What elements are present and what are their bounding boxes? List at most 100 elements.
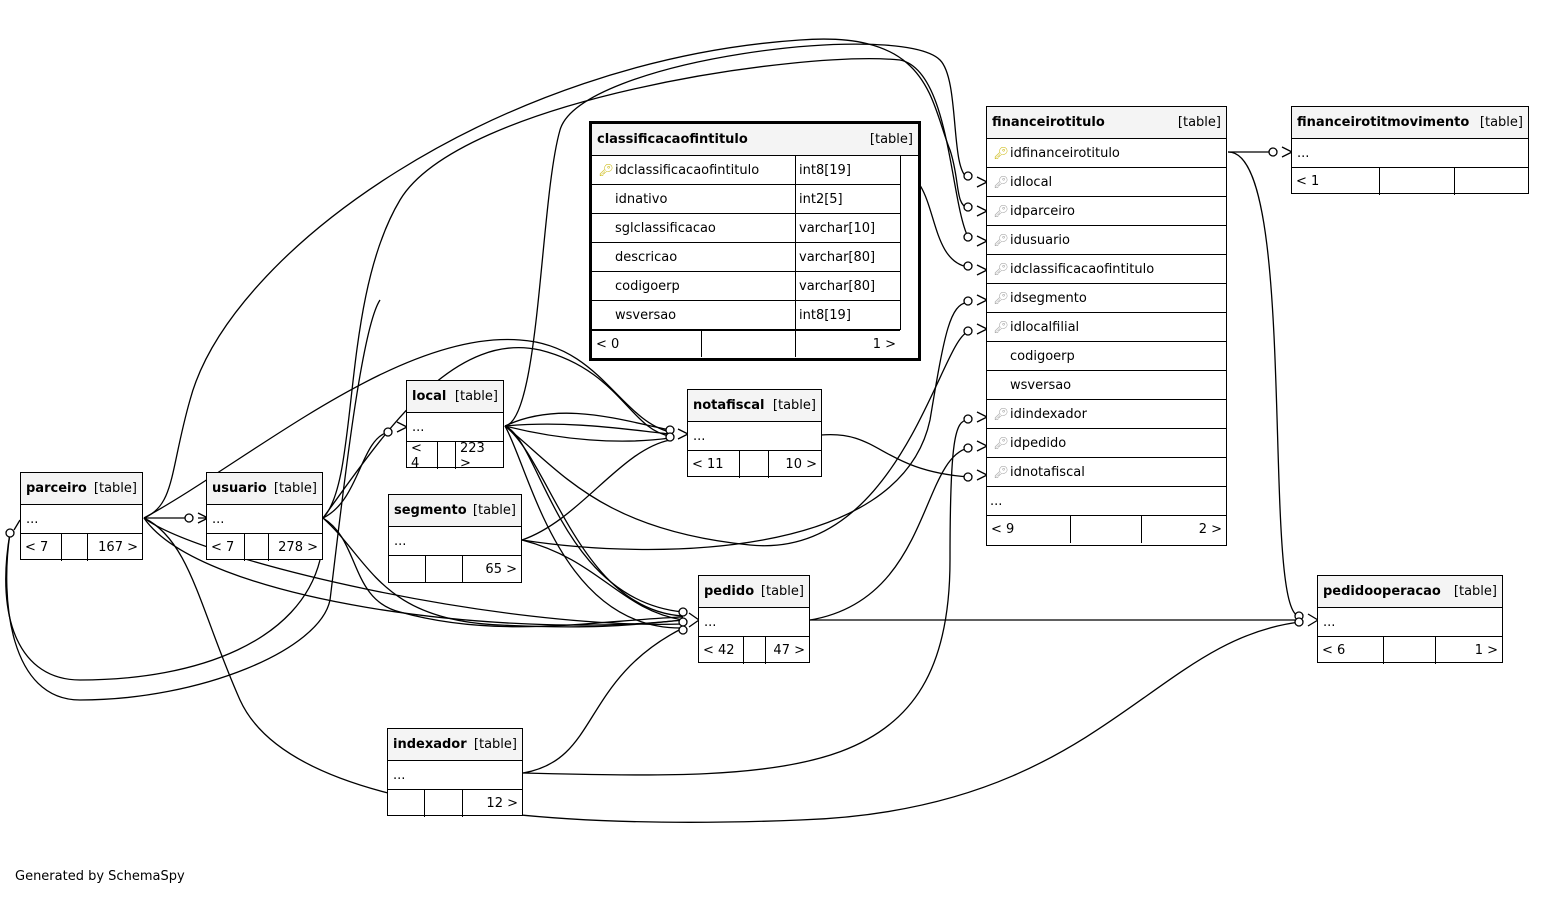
column-names: 🔑︎idclassificacaofintitulo idnativo sglc… <box>592 156 796 330</box>
column-type: varchar[80] <box>796 243 900 272</box>
column-name: idsegmento <box>1010 290 1087 306</box>
column-row: codigoerp <box>987 342 1226 371</box>
child-count[interactable]: 2 > <box>1198 522 1222 537</box>
column-grid: 🔑︎idclassificacaofintitulo idnativo sglc… <box>592 156 918 330</box>
child-count[interactable]: 278 > <box>278 540 318 555</box>
parent-count[interactable]: < 7 <box>207 534 245 561</box>
edge-end-circle <box>184 513 194 523</box>
table-name: usuario <box>212 481 267 496</box>
column-name: ... <box>990 493 1003 509</box>
crowfoot-mark <box>976 264 988 276</box>
column-types: int8[19] int2[5] varchar[10] varchar[80]… <box>796 156 901 330</box>
table-footer: < 9 2 > <box>987 516 1226 543</box>
table-header: financeirotitulo [table] <box>987 107 1226 139</box>
table-pedido[interactable]: pedido [table] ... < 42 47 > <box>698 575 810 664</box>
column-row: wsversao <box>592 301 795 330</box>
table-header: local [table] <box>407 381 503 413</box>
edge-end-circle <box>1294 617 1304 627</box>
edge-end-circle <box>963 326 973 336</box>
foreign-key-icon: 🔑︎ <box>993 465 1009 479</box>
column-row: 🔑︎idnotafiscal <box>987 458 1226 487</box>
column-row: 🔑︎idsegmento <box>987 284 1226 313</box>
parent-count[interactable]: < 1 <box>1292 168 1380 195</box>
edge-end-circle <box>963 232 973 242</box>
edge-notafiscal-local-1 <box>504 412 671 431</box>
child-count[interactable] <box>1455 168 1528 195</box>
parent-count[interactable]: < 42 <box>699 637 744 664</box>
parent-count[interactable] <box>388 790 425 817</box>
foreign-key-icon: 🔑︎ <box>993 291 1009 305</box>
column-name: wsversao <box>1010 377 1072 393</box>
column-name: idlocal <box>1010 174 1053 190</box>
child-count[interactable]: 12 > <box>486 796 518 811</box>
parent-count[interactable]: < 6 <box>1318 637 1384 664</box>
edge-end-circle <box>963 202 973 212</box>
edge-financeirotitulo-parceiro <box>143 38 969 519</box>
column-name: idpedido <box>1010 435 1067 451</box>
table-body: ... <box>388 761 522 790</box>
table-header: pedidooperacao [table] <box>1318 576 1502 608</box>
table-usuario[interactable]: usuario [table] ... < 7 278 > <box>206 472 323 561</box>
column-name: idnativo <box>615 191 668 207</box>
column-row: 🔑︎idpedido <box>987 429 1226 458</box>
column-name: idnotafiscal <box>1010 464 1085 480</box>
edge-end-circle <box>963 443 973 453</box>
edge-financeirotitulo-notafiscal <box>820 433 969 478</box>
edge-pedido-segmento <box>521 539 684 621</box>
table-body: ... <box>1318 608 1502 637</box>
child-count[interactable]: 167 > <box>98 540 138 555</box>
crowfoot-mark <box>976 294 988 306</box>
child-count[interactable]: 65 > <box>485 562 517 577</box>
table-footer: < 7 278 > <box>207 534 322 561</box>
foreign-key-icon: 🔑︎ <box>993 407 1009 421</box>
child-count[interactable]: 47 > <box>773 643 805 658</box>
column-type: int2[5] <box>796 185 900 214</box>
child-count[interactable]: 1 > <box>872 336 896 352</box>
table-footer: < 42 47 > <box>699 637 809 664</box>
table-footer: < 0 1 > <box>592 330 900 357</box>
crowfoot-mark <box>396 421 408 433</box>
table-name: notafiscal <box>693 398 765 413</box>
foreign-key-icon: 🔑︎ <box>993 233 1009 247</box>
table-classificacaofintitulo[interactable]: classificacaofintitulo [table] 🔑︎idclass… <box>589 121 921 361</box>
child-count[interactable]: 10 > <box>785 457 817 472</box>
table-local[interactable]: local [table] ... < 4 223 > <box>406 380 504 471</box>
parent-count[interactable]: < 11 <box>688 451 740 478</box>
table-type: [table] <box>760 584 804 599</box>
table-notafiscal[interactable]: notafiscal [table] ... < 11 10 > <box>687 389 822 478</box>
parent-count[interactable] <box>389 556 426 583</box>
foreign-key-icon: 🔑︎ <box>993 204 1009 218</box>
table-financeirotitmovimento[interactable]: financeirotitmovimento [table] ... < 1 <box>1291 106 1529 195</box>
parent-count[interactable]: < 0 <box>592 331 702 357</box>
column-row: ... <box>987 487 1226 516</box>
column-name: idindexador <box>1010 406 1087 422</box>
crowfoot-mark <box>976 205 988 217</box>
crowfoot-mark <box>976 235 988 247</box>
table-indexador[interactable]: indexador [table] ... 12 > <box>387 728 523 817</box>
edge-notafiscal-local-2 <box>504 425 671 442</box>
table-body: ... <box>407 413 503 442</box>
edge-pedido-usuario-1 <box>322 517 684 628</box>
table-footer: 65 > <box>389 556 521 583</box>
column-name: descricao <box>615 249 678 265</box>
column-type: varchar[10] <box>796 214 900 243</box>
table-parceiro[interactable]: parceiro [table] ... < 7 167 > <box>20 472 143 561</box>
table-financeirotitulo[interactable]: financeirotitulo [table] 🔑︎idfinanceirot… <box>986 106 1227 546</box>
parent-count[interactable]: < 9 <box>987 516 1071 543</box>
column-name: idlocalfilial <box>1010 319 1080 335</box>
parent-count[interactable]: < 4 <box>407 441 438 471</box>
column-row: wsversao <box>987 371 1226 400</box>
column-row: 🔑︎idindexador <box>987 400 1226 429</box>
table-header: pedido [table] <box>699 576 809 608</box>
table-pedidooperacao[interactable]: pedidooperacao [table] ... < 6 1 > <box>1317 575 1503 664</box>
edge-end-circle <box>665 432 675 442</box>
edge-parceiro-loop-2 <box>5 532 321 681</box>
child-count[interactable]: 1 > <box>1474 643 1498 658</box>
table-footer: 12 > <box>388 790 522 817</box>
crowfoot-mark <box>976 411 988 423</box>
parent-count[interactable]: < 7 <box>21 534 62 561</box>
table-footer: < 1 <box>1292 168 1528 195</box>
table-segmento[interactable]: segmento [table] ... 65 > <box>388 494 522 583</box>
child-count[interactable]: 223 > <box>460 440 485 471</box>
crowfoot-mark <box>677 428 689 440</box>
